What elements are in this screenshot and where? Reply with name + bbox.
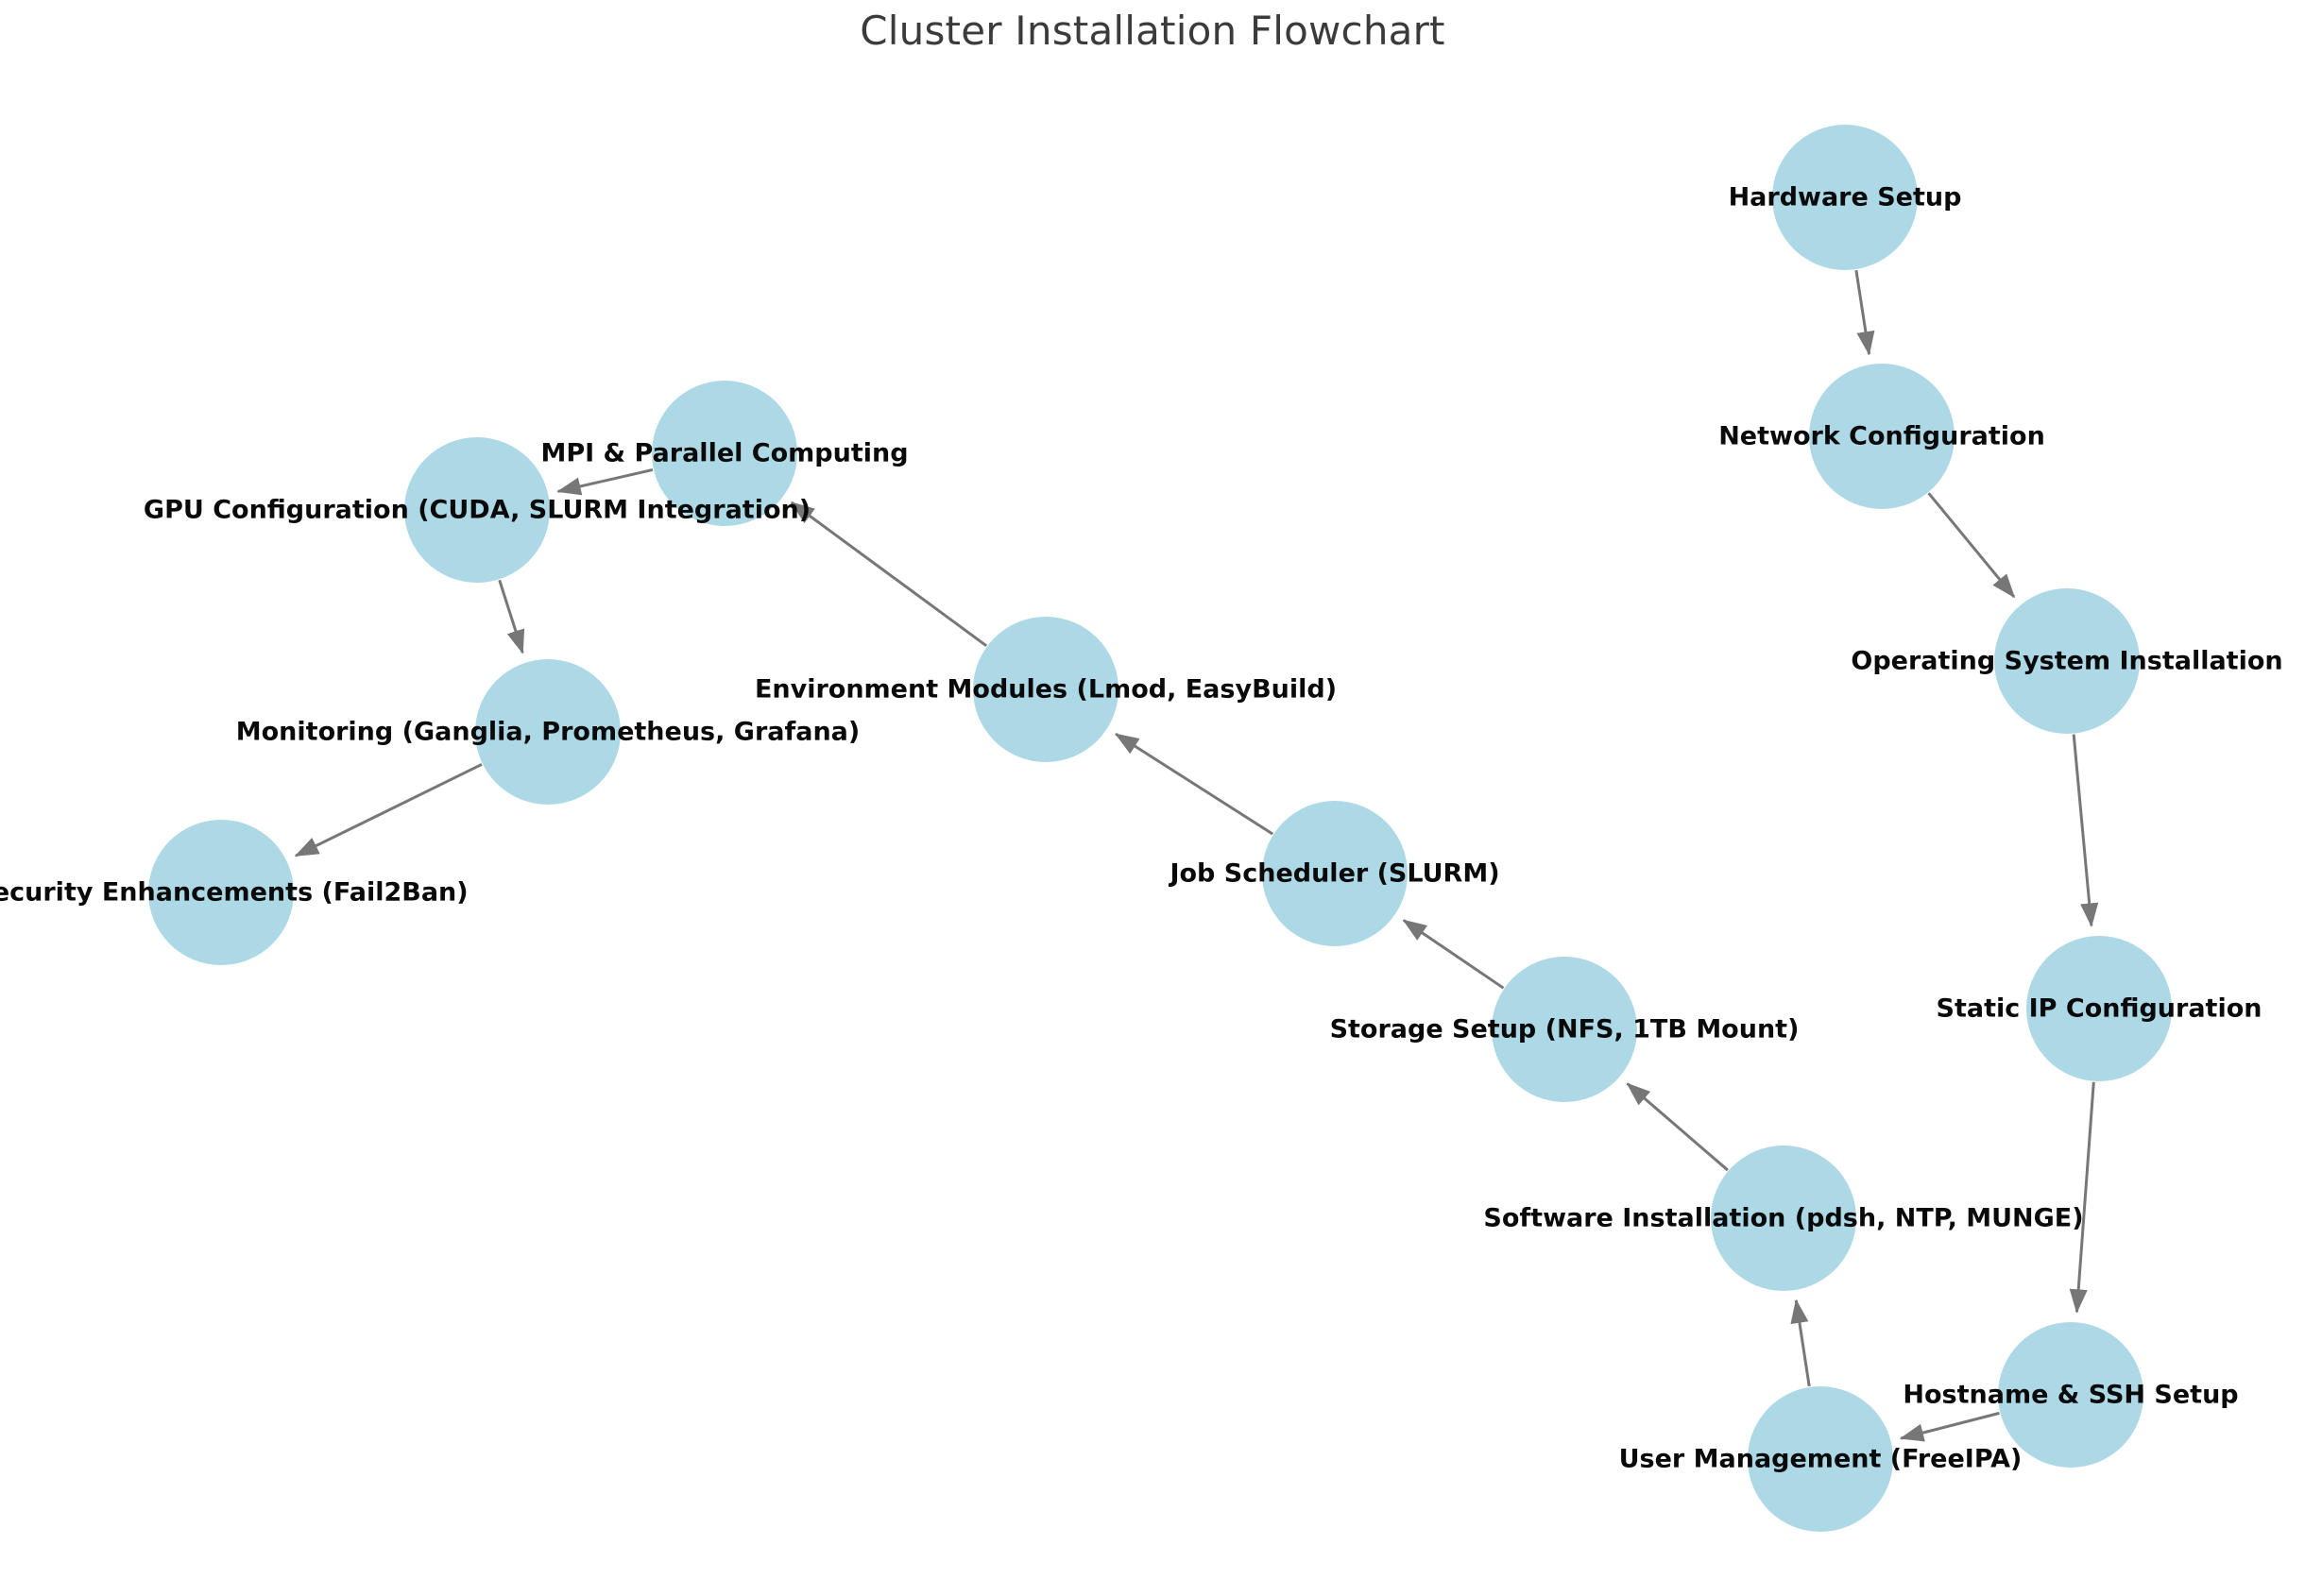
node-storage_setup[interactable]	[1492, 957, 1637, 1102]
edge-job_scheduler-to-environment_modules	[1114, 733, 1274, 836]
node-static_ip_configuration[interactable]	[2026, 936, 2172, 1081]
node-user_management[interactable]	[1748, 1386, 1893, 1532]
edge-user_management-to-software_installation	[1790, 1299, 1811, 1387]
page-title: Cluster Installation Flowchart	[860, 8, 1445, 54]
node-hostname_ssh_setup[interactable]	[1998, 1322, 2143, 1468]
node-operating_system_installation[interactable]	[1994, 588, 2140, 734]
node-mpi_parallel_computing[interactable]	[652, 381, 797, 526]
node-hardware_setup[interactable]	[1772, 125, 1918, 270]
edge-software_installation-to-storage_setup	[1626, 1082, 1729, 1172]
node-network_configuration[interactable]	[1809, 364, 1955, 509]
edge-static_ip_configuration-to-hostname_ssh_setup	[2069, 1081, 2095, 1314]
edge-layer	[294, 269, 2099, 1442]
edge-operating_system_installation-to-static_ip_configuration	[2072, 734, 2099, 927]
edge-environment_modules-to-mpi_parallel_computing	[790, 501, 988, 648]
edge-mpi_parallel_computing-to-gpu_configuration	[556, 467, 654, 496]
node-security_enhancements[interactable]	[148, 820, 294, 965]
node-software_installation[interactable]	[1711, 1146, 1856, 1291]
node-environment_modules[interactable]	[973, 617, 1118, 762]
node-monitoring[interactable]	[475, 659, 621, 805]
node-job_scheduler[interactable]	[1262, 801, 1408, 946]
edge-gpu_configuration-to-monitoring	[498, 579, 525, 654]
edge-monitoring-to-security_enhancements	[294, 763, 483, 857]
edge-hostname_ssh_setup-to-user_management	[1899, 1411, 2000, 1442]
edge-network_configuration-to-operating_system_installation	[1927, 492, 2016, 599]
node-gpu_configuration[interactable]	[404, 437, 550, 583]
node-layer	[148, 125, 2172, 1532]
edge-hardware_setup-to-network_configuration	[1854, 269, 1875, 356]
edge-storage_setup-to-job_scheduler	[1402, 919, 1505, 990]
